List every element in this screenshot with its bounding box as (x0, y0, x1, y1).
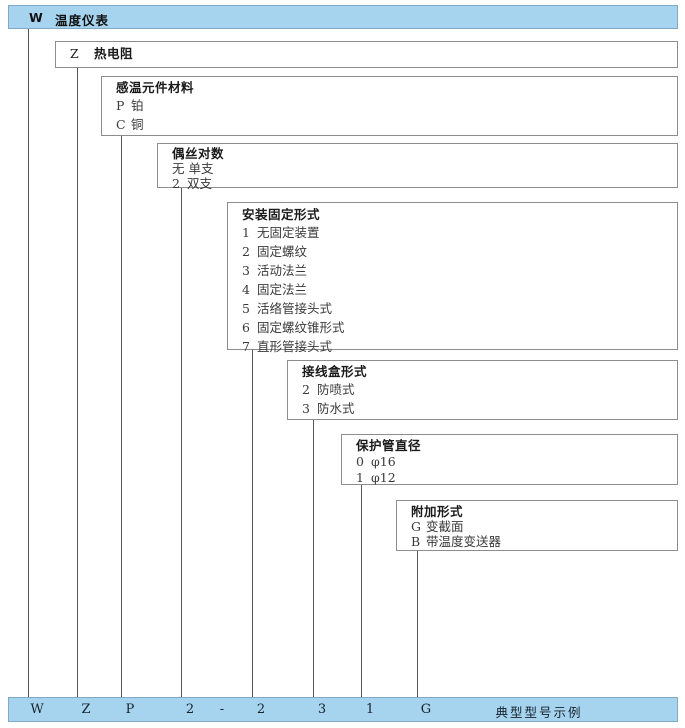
row-label: 固定法兰 (256, 282, 307, 297)
mounting-fixing-type-row: 3 活动法兰 (242, 261, 677, 280)
row-code: 1 (242, 225, 250, 240)
example-segment-g: G (420, 702, 432, 717)
row-code: B (411, 533, 421, 549)
mounting-fixing-type-row: 7 直形管接头式 (242, 337, 677, 356)
row-label: 活动法兰 (256, 263, 307, 278)
row-code: 1 (356, 470, 364, 485)
thermal-resistance-label: 热电阻 (94, 46, 134, 61)
example-segment-3: 3 (317, 702, 327, 717)
additional-type-row: B 带温度变送器 (411, 533, 677, 550)
row-code: 2 (242, 244, 250, 259)
row-code: 无 (172, 161, 185, 176)
row-label: 双支 (186, 175, 212, 191)
example-segment-2a: 2 (185, 702, 195, 717)
junction-box-type-row: 3 防水式 (302, 399, 677, 418)
box-additional-type: 附加形式 G 变截面 B 带温度变送器 (396, 500, 678, 551)
example-segment-1: 1 (365, 702, 375, 717)
junction-box-type-row: 2 防喷式 (302, 380, 677, 399)
row-label: 防喷式 (316, 382, 355, 397)
connector-line-material (121, 135, 122, 697)
row-code: 3 (242, 263, 250, 278)
row-code: 0 (356, 454, 364, 469)
protection-tube-diameter-row: 0 φ16 (356, 454, 677, 470)
connector-line-junctionbox (313, 420, 314, 697)
row-label: 带温度变送器 (425, 533, 501, 549)
mounting-fixing-type-row: 2 固定螺纹 (242, 242, 677, 261)
example-segment-w: W (30, 702, 44, 717)
example-model-bar: W Z P 2 - 2 3 1 G 典型型号示例 (8, 697, 678, 722)
row-label: 防水式 (316, 401, 355, 416)
row-label: φ16 (370, 454, 396, 469)
row-label: 铜 (130, 117, 144, 132)
row-code: 2 (172, 175, 180, 191)
row-label: 变截面 (425, 519, 464, 534)
sensing-element-material-row: C 铜 (116, 115, 677, 134)
row-code: P (116, 98, 125, 113)
connector-line-z (77, 67, 78, 697)
junction-box-type-title: 接线盒形式 (302, 364, 368, 379)
box-sensing-element-material: 感温元件材料 P 铂 C 铜 (101, 76, 678, 136)
connector-line-mounting (252, 350, 253, 697)
additional-type-row: G 变截面 (411, 519, 677, 535)
mounting-fixing-type-title: 安装固定形式 (242, 207, 321, 222)
header-code: W (29, 10, 44, 25)
row-label: 铂 (130, 98, 144, 113)
row-label: 固定螺纹锥形式 (256, 320, 345, 335)
row-code: C (116, 117, 126, 132)
sensing-element-material-title: 感温元件材料 (116, 80, 195, 95)
mounting-fixing-type-row: 5 活络管接头式 (242, 299, 677, 318)
row-label: 无固定装置 (256, 225, 320, 240)
row-code: 2 (302, 382, 310, 397)
box-thermal-resistance: Z 热电阻 (55, 41, 678, 68)
row-code: 6 (242, 320, 250, 335)
connector-line-additional (417, 551, 418, 697)
row-label: φ12 (370, 470, 396, 485)
row-label: 活络管接头式 (256, 301, 332, 316)
mounting-fixing-type-row: 4 固定法兰 (242, 280, 677, 299)
row-label: 单支 (188, 161, 214, 176)
mounting-fixing-type-row: 6 固定螺纹锥形式 (242, 318, 677, 337)
wire-pair-count-row: 无 单支 (172, 161, 677, 177)
example-segment-dash: - (219, 702, 225, 717)
thermal-resistance-code: Z (70, 46, 80, 61)
header-bar: W 温度仪表 (8, 5, 678, 29)
box-wire-pair-count: 偶丝对数 无 单支 2 双支 (157, 143, 678, 190)
additional-type-title: 附加形式 (411, 504, 464, 519)
row-label: 固定螺纹 (256, 244, 307, 259)
row-label: 直形管接头式 (256, 339, 332, 354)
box-protection-tube-diameter: 保护管直径 0 φ16 1 φ12 (341, 434, 678, 485)
sensing-element-material-row: P 铂 (116, 96, 677, 115)
wire-pair-count-row: 2 双支 (172, 175, 677, 192)
connector-line-wirepair (181, 187, 182, 697)
box-junction-box-type: 接线盒形式 2 防喷式 3 防水式 (287, 360, 678, 420)
wire-pair-count-title: 偶丝对数 (172, 146, 225, 161)
row-code: 3 (302, 401, 310, 416)
row-code: 5 (242, 301, 250, 316)
example-segment-p: P (125, 702, 135, 717)
row-code: 7 (242, 339, 250, 354)
mounting-fixing-type-row: 1 无固定装置 (242, 223, 677, 242)
connector-line-tubediameter (361, 485, 362, 697)
row-code: 4 (242, 282, 250, 297)
example-caption: 典型型号示例 (495, 705, 583, 720)
protection-tube-diameter-title: 保护管直径 (356, 438, 422, 453)
row-code: G (411, 519, 421, 534)
box-mounting-fixing-type: 安装固定形式 1 无固定装置 2 固定螺纹 3 活动法兰 4 固定法兰 5 活络… (227, 202, 678, 354)
header-label: 温度仪表 (55, 13, 110, 28)
example-segment-z: Z (81, 702, 91, 717)
connector-line-w (28, 29, 29, 697)
example-segment-2b: 2 (256, 702, 266, 717)
protection-tube-diameter-row: 1 φ12 (356, 470, 677, 486)
